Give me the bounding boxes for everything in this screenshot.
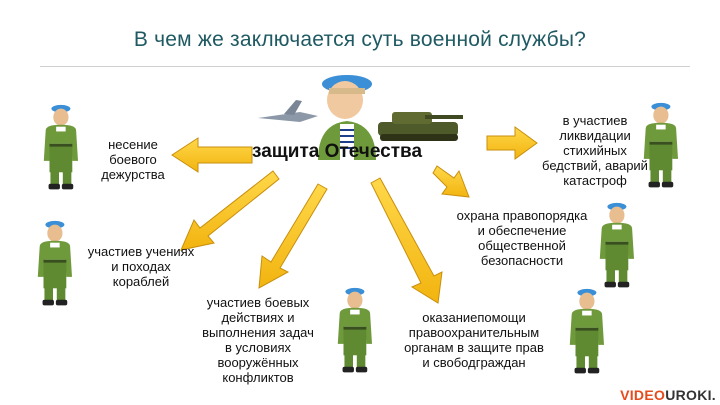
- soldier-figure-5: [599, 202, 634, 288]
- label-law-assist: оказаниепомощи правоохранительным органа…: [404, 310, 544, 370]
- arrow-to-law-assist: [370, 177, 443, 304]
- logo-part-1: VIDEO: [620, 387, 666, 403]
- soldier-figure-3: [337, 287, 372, 373]
- label-public-order: охрана правопорядка и обеспечение общест…: [456, 208, 588, 268]
- label-exercises: участиев учениях и походах кораблей: [87, 244, 195, 289]
- slide-title: В чем же заключается суть военной службы…: [133, 28, 587, 51]
- arrow-to-exercises: [180, 170, 280, 251]
- label-combat-duty: несение боевого дежурства: [101, 137, 165, 182]
- center-label: защита Отечества: [252, 141, 423, 162]
- title-divider: [40, 66, 690, 67]
- airplane-icon: [258, 100, 318, 122]
- boy-in-beret: [318, 75, 376, 160]
- arrow-to-disasters: [486, 126, 538, 160]
- label-armed-conflicts: участиев боевых действиях и выполнения з…: [202, 295, 314, 385]
- soldier-figure-1: [43, 104, 78, 190]
- arrow-to-public-order: [432, 165, 470, 198]
- logo-part-2: UROKI.: [665, 387, 716, 403]
- soldier-figure-4: [569, 288, 604, 374]
- arrow-to-armed-conflicts: [258, 183, 328, 289]
- arrow-to-combat-duty: [171, 137, 253, 173]
- soldier-figure-2: [37, 220, 72, 306]
- tank-icon: [378, 112, 463, 141]
- label-disasters: в участиев ликвидации стихийных бедствий…: [542, 113, 648, 188]
- soldier-figure-6: [643, 102, 678, 188]
- videouroki-logo: VIDEOUROKI.: [620, 387, 716, 403]
